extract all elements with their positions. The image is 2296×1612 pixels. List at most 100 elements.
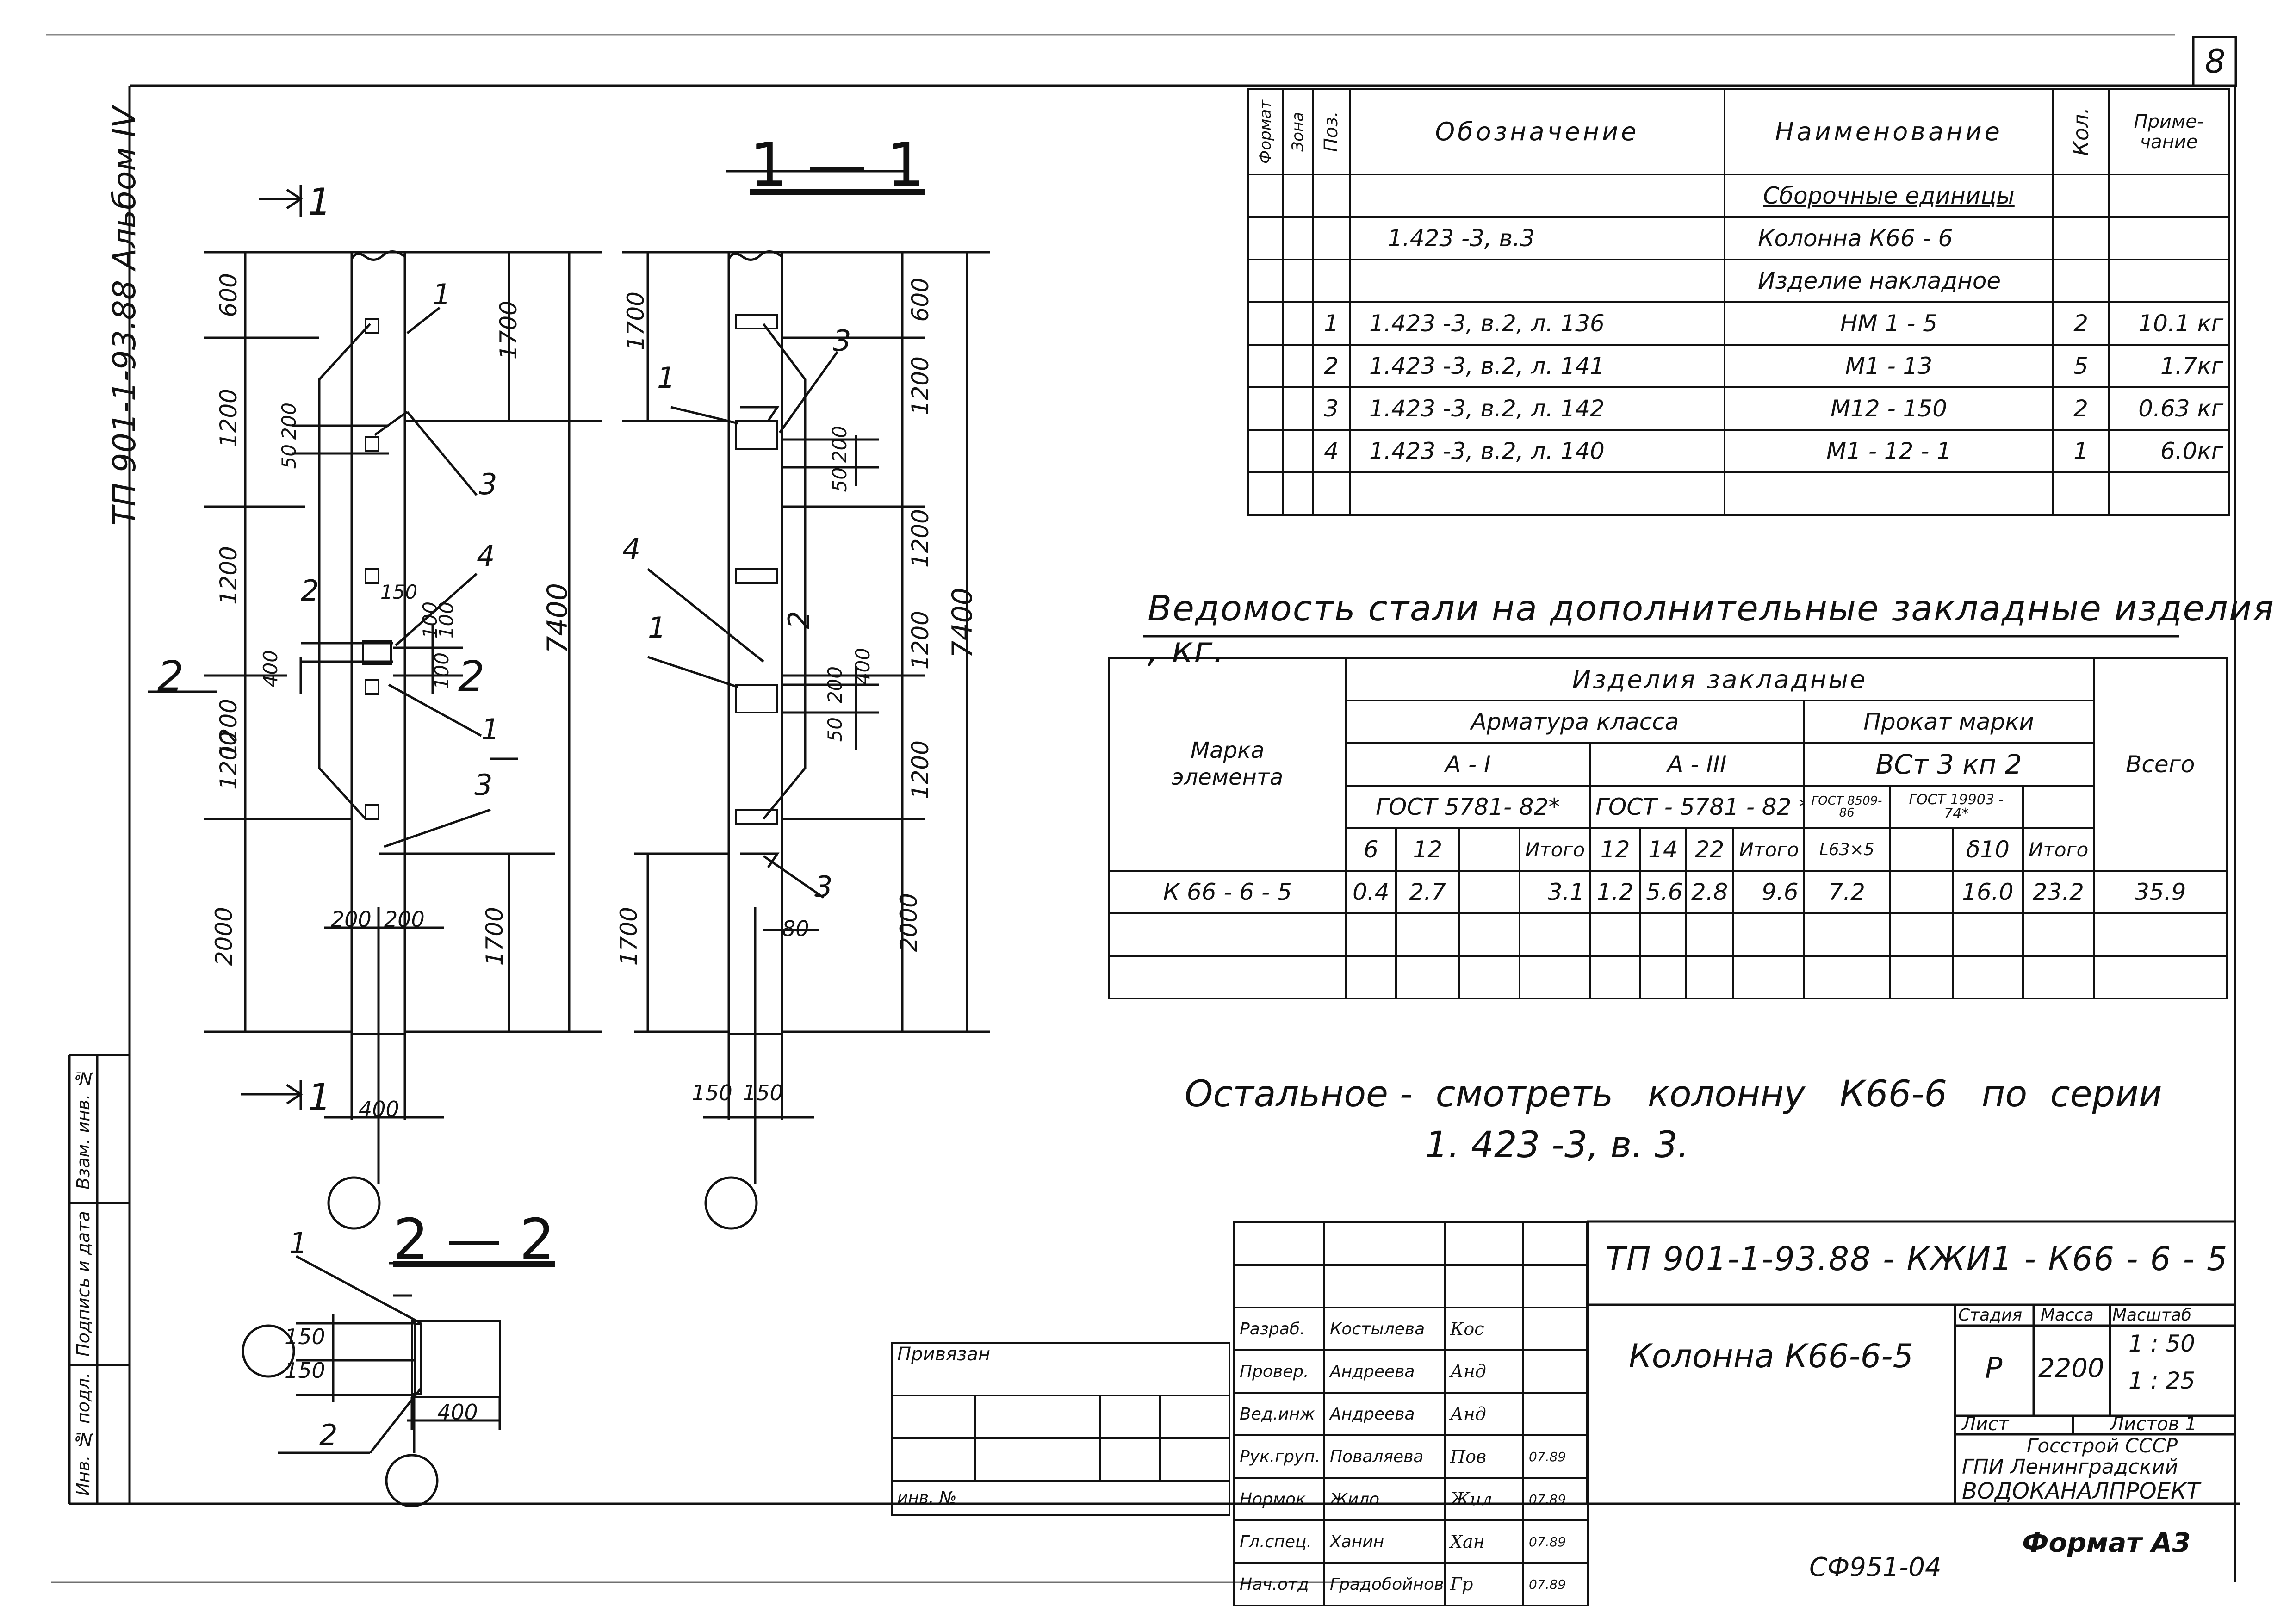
steel-grade: ВСт 3 кп 2: [1803, 742, 2095, 787]
steel-cell: 5.6: [1639, 870, 1687, 914]
spec-row: 1.423 -3, в.3 Колонна К66 - 6: [1247, 216, 2230, 260]
steel-class-a3: А - III: [1589, 742, 1805, 787]
steel-items-header: Изделия закладные: [1345, 657, 2095, 701]
dim-22-150b: 150: [285, 1358, 325, 1383]
steel-cell: 3.1: [1518, 870, 1591, 914]
steel-mark-header: Марка элемента: [1108, 657, 1347, 872]
callout-left-3-top: 3: [479, 467, 497, 501]
mass-value: 2200: [2038, 1353, 2104, 1383]
callout-left-1-mid: 1: [481, 713, 500, 746]
role-label: Гл.спец.: [1233, 1519, 1325, 1564]
drawing-code: ТП 901-1-93.88 - КЖИ1 - К66 - 6 - 5: [1606, 1240, 2228, 1278]
dim-right-bottom-150a: 150: [692, 1080, 732, 1105]
steel-cell: 2.8: [1684, 870, 1735, 914]
steel-cell: [1458, 870, 1520, 914]
signatures-block: Разраб. Костылева Кос Провер. Андреева А…: [1233, 1221, 1589, 1606]
steel-cell: 9.6: [1732, 870, 1805, 914]
callout-right-1-top: 1: [657, 361, 676, 395]
role-label: Нормок: [1233, 1477, 1325, 1521]
spec-row: 1 1.423 -3, в.2, л. 136 НМ 1 - 5 2 10.1 …: [1247, 301, 2230, 346]
spec-designation: 1.423 -3, в.2, л. 141: [1349, 344, 1725, 388]
steel-sub-header: L63×5: [1803, 827, 1891, 872]
role-row: Вед.инж Андреева Анд: [1233, 1392, 1589, 1436]
steel-row-total: 35.9: [2092, 870, 2228, 914]
dim-left-bottom-200b: 200: [384, 907, 425, 932]
role-label: Разраб.: [1233, 1307, 1325, 1351]
role-signature: Анд: [1444, 1349, 1524, 1394]
sheet-number: 8: [2205, 43, 2226, 81]
mass-label: Масса: [2041, 1306, 2094, 1325]
steel-sub-header: Итого: [2022, 827, 2095, 872]
cut-mark-2-left: 2: [157, 652, 184, 701]
role-signature: Анд: [1444, 1392, 1524, 1436]
spec-qty: 1: [2052, 429, 2110, 473]
steel-row-mark: К 66 - 6 - 5: [1108, 870, 1347, 914]
spec-name: Колонна К66 - 6: [1724, 216, 2054, 260]
role-signature: Гр: [1444, 1562, 1524, 1606]
sheets-label: Листов 1: [2110, 1414, 2197, 1435]
callout-right-3-bot: 3: [814, 870, 833, 904]
spec-note: 0.63 кг: [2108, 386, 2230, 431]
steel-table: Марка элемента Изделия закладные Всего А…: [1108, 657, 2228, 999]
scale-value-1: 1 : 50: [2128, 1330, 2196, 1357]
steel-cell: 23.2: [2022, 870, 2095, 914]
dim-left-small-150: 150: [380, 581, 418, 603]
dim-right-80: 80: [782, 916, 809, 941]
steel-cell: 16.0: [1951, 870, 2024, 914]
spec-header-name: Наименование: [1724, 88, 2054, 175]
role-row: Гл.спец. Ханин Хан 07.89: [1233, 1519, 1589, 1564]
steel-sub-header: 14: [1639, 827, 1687, 872]
spec-qty: 5: [2052, 344, 2110, 388]
callout-left-1-top: 1: [433, 278, 451, 311]
steel-cell: 7.2: [1803, 870, 1891, 914]
object-name: Колонна К66-6-5: [1629, 1337, 1914, 1375]
spec-name: М12 - 150: [1724, 386, 2054, 431]
org-line-2: ГПИ Ленинградский: [1962, 1455, 2178, 1479]
role-row: Разраб. Костылева Кос: [1233, 1307, 1589, 1351]
role-date: 07.89: [1522, 1519, 1589, 1564]
stage-value: Р: [1985, 1351, 2003, 1385]
spec-row: 4 1.423 -3, в.2, л. 140 М1 - 12 - 1 1 6.…: [1247, 429, 2230, 473]
spec-note: 1.7кг: [2108, 344, 2230, 388]
callout-left-4: 4: [477, 539, 495, 573]
steel-cell: 2.7: [1395, 870, 1460, 914]
steel-sub-header: 12: [1395, 827, 1460, 872]
role-name: Градобойнов: [1323, 1562, 1446, 1606]
spec-name: Изделие накладное: [1724, 259, 2054, 303]
spec-name: М1 - 12 - 1: [1724, 429, 2054, 473]
callout-22-1: 1: [289, 1226, 308, 1260]
dim-22-400: 400: [437, 1400, 478, 1425]
cut-mark-2-right: 2: [458, 652, 485, 701]
spec-header-designation: Обозначение: [1349, 88, 1725, 175]
role-label: Рук.груп.: [1233, 1434, 1325, 1479]
spec-row: Изделие накладное: [1247, 259, 2230, 303]
steel-row: [1108, 912, 2228, 957]
role-date: 07.89: [1522, 1434, 1589, 1479]
steel-gost-a1: ГОСТ 5781- 82*: [1345, 785, 1591, 829]
spec-row: 2 1.423 -3, в.2, л. 141 М1 - 13 5 1.7кг: [1247, 344, 2230, 388]
role-name: Жило: [1323, 1477, 1446, 1521]
attached-label: Привязан: [890, 1342, 1231, 1396]
spec-note: 6.0кг: [2108, 429, 2230, 473]
role-date: 07.89: [1522, 1562, 1589, 1606]
role-name: Андреева: [1323, 1392, 1446, 1436]
steel-gost-19903: ГОСТ 19903 - 74*: [1888, 785, 2024, 829]
role-name: Поваляева: [1323, 1434, 1446, 1479]
spec-row: Сборочные единицы: [1247, 174, 2230, 218]
scale-value-2: 1 : 25: [2128, 1367, 2196, 1394]
spec-designation: 1.423 -3, в.2, л. 142: [1349, 386, 1725, 431]
section-title-1-1: 1 — 1: [750, 130, 925, 200]
role-date: 07.89: [1522, 1477, 1589, 1521]
cut-mark-1-bottom: 1: [308, 1076, 331, 1119]
dim-left-bottom-200a: 200: [331, 907, 372, 932]
spec-qty: 2: [2052, 301, 2110, 346]
steel-gost-8509: ГОСТ 8509-86: [1803, 785, 1891, 829]
inv-label: инв. №: [890, 1480, 1231, 1516]
steel-sub-header: Итого: [1518, 827, 1591, 872]
section-title-2-2: 2 — 2: [393, 1208, 555, 1272]
spec-designation: 1.423 -3, в.3: [1349, 216, 1725, 260]
steel-rolled-header: Прокат марки: [1803, 700, 2095, 744]
role-name: Андреева: [1323, 1349, 1446, 1394]
sheet-label: Лист: [1962, 1414, 2009, 1435]
steel-sub-header: Итого: [1732, 827, 1805, 872]
